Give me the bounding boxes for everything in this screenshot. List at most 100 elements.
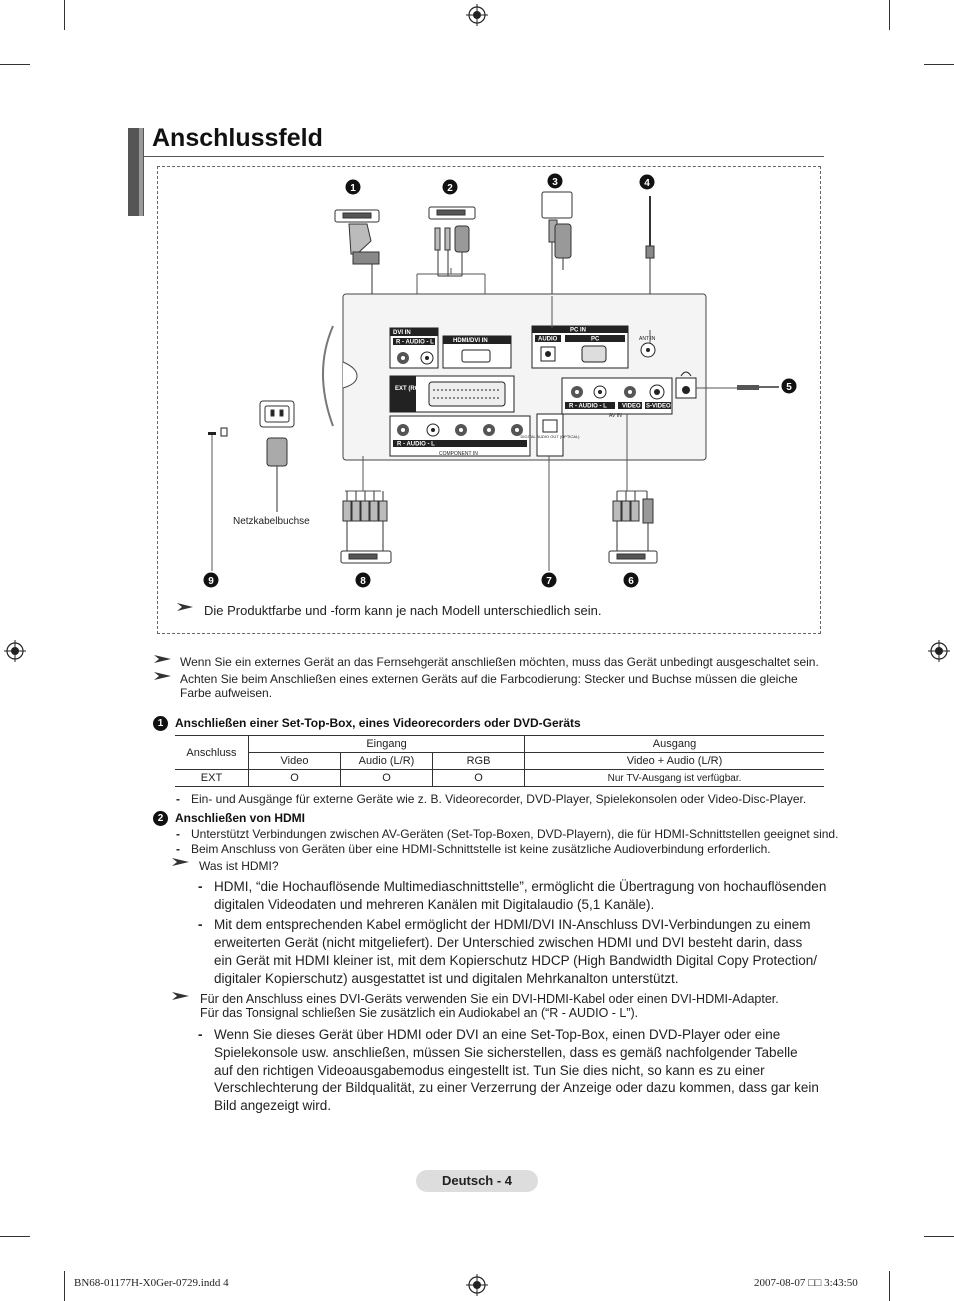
crop-mark (889, 0, 890, 30)
table-header: RGB (432, 752, 525, 770)
tv-connection-panel: DVI IN R - AUDIO - L HDMI/DVI IN PC IN A… (322, 293, 707, 461)
para3-line: auf den richtigen Videoausgabemodus eing… (214, 1063, 765, 1078)
crop-mark (889, 1271, 890, 1301)
svg-text:2: 2 (447, 183, 453, 194)
svg-text:S-VIDEO: S-VIDEO (646, 404, 671, 410)
callout-5: 5 (781, 378, 797, 394)
what-is-hdmi: Was ist HDMI? (199, 859, 279, 873)
bullet-dash: - (176, 842, 180, 856)
crop-mark (64, 0, 65, 30)
crop-mark (64, 1271, 65, 1301)
callout-6: 6 (623, 572, 639, 588)
para3-line: Verschlechterung der Bildqualität, zu ei… (214, 1080, 819, 1095)
callout-8: 8 (355, 572, 371, 588)
registration-mark-icon (928, 640, 950, 662)
table-header: Anschluss (175, 735, 249, 770)
table-header: Video + Audio (L/R) (524, 752, 824, 770)
note-arrow-icon (154, 672, 171, 680)
component-device-icon (340, 491, 392, 564)
headphone-plug-icon (737, 385, 779, 390)
bullet-dash: - (198, 879, 203, 894)
svg-text:PC IN: PC IN (570, 328, 586, 334)
section2-bullet-1: Unterstützt Verbindungen zwischen AV-Ger… (191, 827, 839, 841)
note-arrow-icon (154, 655, 171, 663)
callout-3: 3 (547, 173, 563, 189)
registration-mark-icon (4, 640, 26, 662)
svg-text:1: 1 (350, 183, 356, 194)
page-number-badge: Deutsch - 4 (416, 1170, 538, 1192)
table-cell: EXT (175, 769, 249, 787)
callout-4: 4 (639, 174, 655, 190)
crop-mark (924, 1236, 954, 1237)
para3-line: Bild angezeigt wird. (214, 1098, 332, 1113)
crop-mark (924, 64, 954, 65)
svg-text:9: 9 (208, 576, 214, 587)
svg-text:DIGITAL AUDIO OUT (OPTICAL): DIGITAL AUDIO OUT (OPTICAL) (520, 434, 580, 439)
bullet-dash: - (176, 827, 180, 841)
table-cell: Nur TV-Ausgang ist verfügbar. (524, 769, 824, 787)
svg-text:VIDEO: VIDEO (622, 404, 641, 410)
svg-text:HDMI/DVI IN: HDMI/DVI IN (453, 338, 488, 344)
page-title: Anschlussfeld (152, 124, 323, 152)
section2-heading: Anschließen von HDMI (175, 811, 306, 825)
table-cell: O (340, 769, 433, 787)
footer-file: BN68-01177H-X0Ger-0729.indd 4 (74, 1277, 229, 1289)
title-accent-stripe (139, 128, 143, 216)
svg-text:DVI IN: DVI IN (393, 330, 411, 336)
svg-text:3: 3 (552, 177, 558, 188)
kensington-lock-icon (208, 427, 228, 571)
diagram-note: Die Produktfarbe und -form kann je nach … (204, 603, 601, 618)
svg-text:AUDIO: AUDIO (538, 337, 558, 343)
section-number-1: 1 (153, 716, 168, 731)
svg-text:ANT IN: ANT IN (639, 336, 656, 342)
av-device-icon (608, 491, 658, 564)
connection-spec-table: Anschluss Eingang Ausgang Video Audio (L… (175, 735, 824, 787)
note-arrow-icon (172, 858, 189, 866)
dvi-note-line: Für den Anschluss eines DVI-Geräts verwe… (200, 992, 779, 1006)
svg-text:EXT (RGB): EXT (RGB) (395, 386, 426, 392)
table-header: Video (248, 752, 341, 770)
scart-device-icon (334, 209, 380, 294)
para2-line: ein Gerät mit HDMI kleiner ist, mit dem … (214, 953, 817, 968)
registration-mark-icon (466, 1274, 488, 1296)
svg-text:AV IN: AV IN (609, 413, 622, 419)
svg-text:R - AUDIO - L: R - AUDIO - L (396, 340, 434, 346)
note-color-coding: Achten Sie beim Anschließen eines extern… (180, 672, 798, 700)
table-header: Audio (L/R) (340, 752, 433, 770)
crop-mark (0, 64, 30, 65)
connection-diagram-frame (157, 166, 821, 634)
title-divider (144, 156, 824, 157)
svg-text:6: 6 (628, 576, 634, 587)
svg-text:R - AUDIO - L: R - AUDIO - L (397, 442, 435, 448)
registration-mark-icon (466, 4, 488, 26)
svg-text:COMPONENT IN: COMPONENT IN (439, 451, 478, 457)
para2-line: erweiterten Gerät (nicht mitgeliefert). … (214, 935, 803, 950)
note-arrow-icon (177, 603, 193, 611)
pc-device-icon (541, 191, 573, 296)
svg-text:4: 4 (644, 178, 650, 189)
connection-diagram: 1 2 3 4 5 6 7 8 9 (177, 173, 797, 618)
callout-9: 9 (203, 572, 219, 588)
callout-2: 2 (442, 179, 458, 195)
power-socket-label: Netzkabelbuchse (233, 516, 310, 527)
hdmi-device-icon (428, 206, 476, 277)
para2-line: digitaler Kopierschutz) ausgestattet ist… (214, 971, 679, 986)
table-header: Ausgang (524, 735, 824, 753)
power-socket-icon (259, 400, 295, 512)
callout-1: 1 (345, 179, 361, 195)
table-cell: O (432, 769, 525, 787)
note-arrow-icon (172, 992, 189, 1000)
bullet-dash: - (198, 1027, 203, 1042)
para2-line: Mit dem entsprechenden Kabel ermöglicht … (214, 917, 811, 932)
svg-text:R - AUDIO - L: R - AUDIO - L (569, 404, 607, 410)
section1-bullet: Ein- und Ausgänge für externe Geräte wie… (191, 792, 807, 806)
svg-text:PC: PC (591, 337, 600, 343)
para1-line: HDMI, “die Hochauflösende Multimediaschn… (214, 879, 827, 894)
table-header: Eingang (248, 735, 525, 753)
para1-line: digitalen Videodaten und mehreren Kanäle… (214, 897, 655, 912)
svg-text:7: 7 (546, 576, 552, 587)
svg-text:5: 5 (786, 382, 792, 393)
para3-line: Spielekonsole usw. anschließen, müssen S… (214, 1045, 798, 1060)
para3-line: Wenn Sie dieses Gerät über HDMI oder DVI… (214, 1027, 781, 1042)
svg-text:8: 8 (360, 576, 366, 587)
